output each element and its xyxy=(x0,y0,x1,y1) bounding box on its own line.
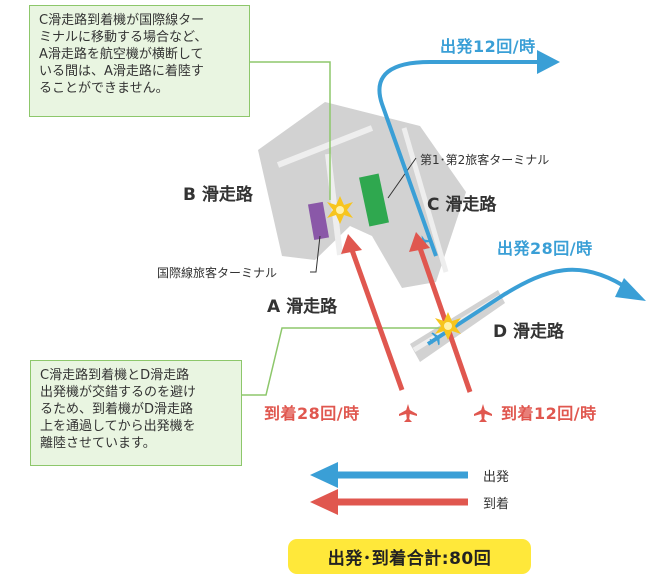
callout-top-leader xyxy=(250,61,331,200)
domestic-terminal-label: 第1･第2旅客ターミナル xyxy=(420,153,550,167)
runway-c-label: C 滑走路 xyxy=(427,195,497,215)
callout-runway-d-crossing: C滑走路到着機とD滑走路 出発機が交錯するのを避け るため、到着機がD滑走路 上… xyxy=(30,360,242,466)
departure-arrowhead-c xyxy=(537,50,560,74)
crossing-burst-icon xyxy=(435,312,461,340)
crossing-burst-icon xyxy=(327,196,353,224)
arrival-plane-icon-a xyxy=(399,404,417,422)
legend-departure-label: 出発 xyxy=(483,470,510,485)
runway-b-strip xyxy=(276,125,374,168)
arrival-a-label: 到着28回/時 xyxy=(264,404,360,423)
runway-c-strip xyxy=(401,127,449,273)
legend-departure-arrowhead xyxy=(310,462,338,488)
arrival-c-label: 到着12回/時 xyxy=(501,404,597,423)
domestic-terminal xyxy=(359,173,389,227)
departure-arrowhead-d xyxy=(615,278,646,301)
international-terminal-label: 国際線旅客ターミナル xyxy=(157,266,278,280)
runway-d-label: D 滑走路 xyxy=(493,322,565,342)
arrival-arrowhead-a xyxy=(341,234,362,254)
callout-runway-a-crossing: C滑走路到着機が国際線ター ミナルに移動する場合など、 A滑走路を航空機が横断し… xyxy=(29,5,250,117)
arrival-path-a xyxy=(349,249,405,391)
runway-a-label: A 滑走路 xyxy=(267,297,338,317)
runway-b-label: B 滑走路 xyxy=(183,185,253,205)
departure-c-label: 出発12回/時 xyxy=(440,37,536,56)
departure-d-label: 出発28回/時 xyxy=(497,239,593,258)
departure-path-c xyxy=(377,60,542,257)
domestic-terminal-leader xyxy=(387,157,417,199)
plane-icon xyxy=(429,332,444,346)
legend-arrival-label: 到着 xyxy=(483,497,510,512)
arrival-arrowhead-c xyxy=(409,232,430,252)
legend-arrival-arrowhead xyxy=(310,489,338,515)
international-terminal-leader xyxy=(310,235,321,273)
arrival-plane-icon-c xyxy=(474,404,492,422)
total-operations-badge: 出発･到着合計:80回 xyxy=(288,539,531,574)
international-terminal xyxy=(307,201,330,240)
callout-bottom-leader xyxy=(242,327,440,396)
departure-path-d xyxy=(426,267,632,346)
